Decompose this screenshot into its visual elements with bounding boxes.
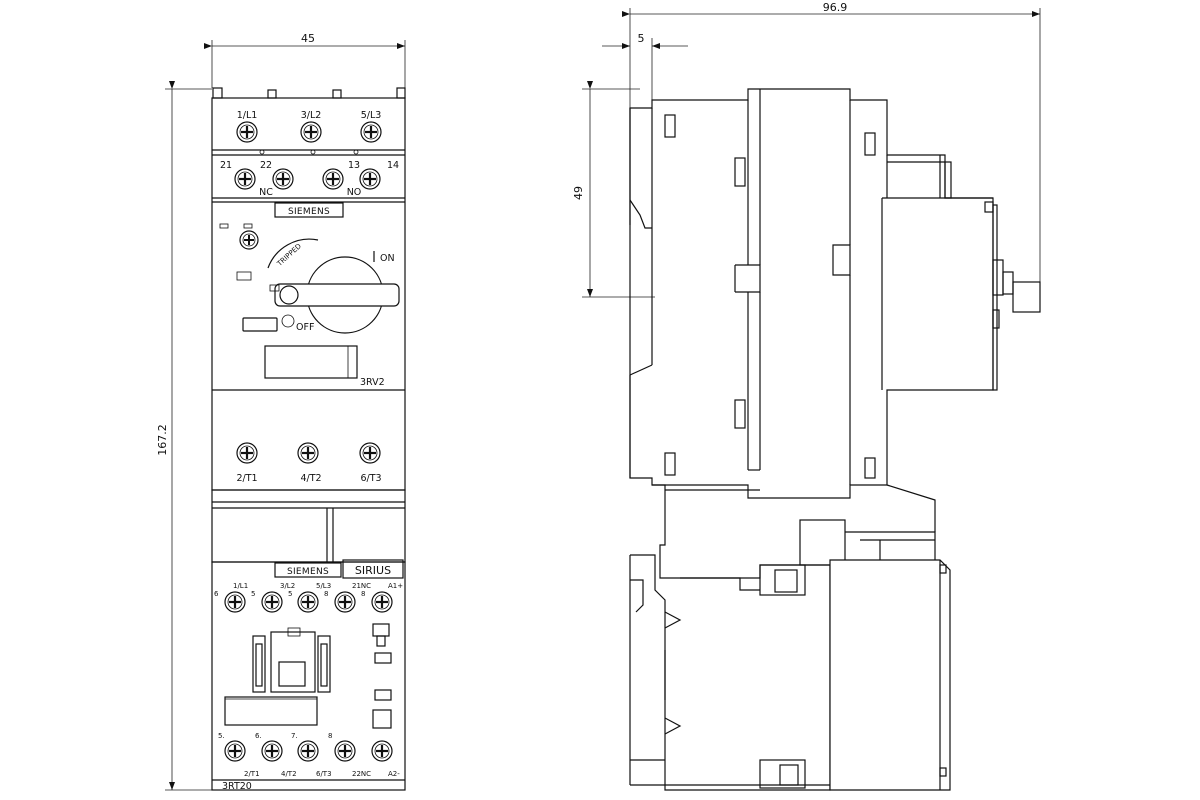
- dimension-offset: 5: [602, 32, 688, 108]
- terminal-screw[interactable]: [370, 739, 394, 763]
- svg-text:8: 8: [324, 590, 328, 598]
- on-label: ON: [380, 253, 395, 264]
- link-side-profile: [652, 484, 936, 579]
- dimension-height: 167.2: [156, 81, 212, 791]
- terminal-screw[interactable]: [333, 590, 357, 614]
- dimension-width: 45: [204, 32, 406, 88]
- breaker-brand-plate: [274, 202, 344, 218]
- series-plate: [342, 559, 404, 579]
- contactor-front-mechanism: [224, 623, 392, 729]
- terminal-screw[interactable]: [296, 590, 320, 614]
- terminal-screw[interactable]: [296, 441, 320, 465]
- contactor-series: SIRIUS: [355, 564, 391, 577]
- svg-text:8: 8: [328, 732, 332, 740]
- breaker-model: 3RV2: [360, 377, 385, 388]
- aux-terminal-screw[interactable]: [358, 167, 382, 191]
- svg-text:6/T3: 6/T3: [316, 770, 332, 778]
- dimension-depth: 96.9: [622, 1, 1041, 285]
- svg-text:2/T1: 2/T1: [244, 770, 260, 778]
- dimension-rail-height-label: 49: [572, 186, 585, 200]
- terminal-screw[interactable]: [235, 441, 259, 465]
- side-view: 96.9 5 49: [572, 1, 1041, 791]
- terminal-screw[interactable]: [235, 120, 259, 144]
- contactor-top-terminals: 1/L1 3/L2 5/L3 21NC A1+ 6 5 5 8 8: [214, 582, 403, 614]
- tripped-indicator-arc: [267, 238, 319, 269]
- svg-text:A2-: A2-: [388, 770, 400, 778]
- setting-dial-icon[interactable]: [239, 230, 259, 250]
- link-module: [211, 489, 406, 563]
- svg-text:22: 22: [260, 160, 272, 171]
- contactor-model: 3RT20: [222, 781, 252, 792]
- front-view: 45 167.2 1/L1 3/L2: [156, 32, 406, 792]
- breaker-auxiliary-block: 21 22 NC 13 14 NO: [220, 160, 399, 198]
- svg-text:14: 14: [387, 160, 399, 171]
- svg-text:5: 5: [251, 590, 255, 598]
- svg-text:6.: 6.: [255, 732, 262, 740]
- contactor: SIEMENS SIRIUS 1/L1 3/L2 5/L3 21NC A1+ 6…: [211, 559, 406, 792]
- svg-text:NO: NO: [347, 187, 362, 198]
- aux-terminal-screw[interactable]: [233, 167, 257, 191]
- contactor-brand: SIEMENS: [287, 567, 329, 577]
- svg-text:5: 5: [288, 590, 292, 598]
- aux-terminal-screw[interactable]: [321, 167, 345, 191]
- svg-text:6: 6: [214, 590, 219, 598]
- svg-text:4/T2: 4/T2: [281, 770, 297, 778]
- contactor-side-profile: [629, 554, 951, 791]
- contactor-brand-plate: [274, 562, 342, 578]
- aux-terminal-screw[interactable]: [271, 167, 295, 191]
- svg-text:3/L2: 3/L2: [301, 110, 322, 121]
- svg-text:1/L1: 1/L1: [237, 110, 258, 121]
- terminal-screw[interactable]: [260, 739, 284, 763]
- circuit-breaker: 1/L1 3/L2 5/L3 21 22 NC 13 14 NO: [211, 87, 406, 491]
- dimension-offset-label: 5: [638, 32, 645, 45]
- breaker-top-terminals: 1/L1 3/L2 5/L3: [235, 110, 383, 155]
- svg-text:5.: 5.: [218, 732, 225, 740]
- svg-text:2/T1: 2/T1: [236, 473, 257, 484]
- svg-text:A1+: A1+: [388, 582, 403, 590]
- breaker-side-profile: [629, 88, 1041, 499]
- svg-text:6/T3: 6/T3: [360, 473, 381, 484]
- svg-text:22NC: 22NC: [352, 770, 371, 778]
- svg-text:21: 21: [220, 160, 232, 171]
- svg-text:5/L3: 5/L3: [361, 110, 382, 121]
- terminal-screw[interactable]: [333, 739, 357, 763]
- rotary-handle[interactable]: [274, 256, 400, 334]
- svg-text:13: 13: [348, 160, 360, 171]
- off-label: OFF: [296, 322, 314, 333]
- terminal-screw[interactable]: [299, 120, 323, 144]
- terminal-screw[interactable]: [260, 590, 284, 614]
- terminal-screw[interactable]: [370, 590, 394, 614]
- dimension-width-label: 45: [301, 32, 315, 45]
- terminal-screw[interactable]: [359, 120, 383, 144]
- tripped-label: TRIPPED: [275, 242, 303, 268]
- svg-text:4/T2: 4/T2: [300, 473, 321, 484]
- dimension-rail-height: 49: [572, 81, 655, 298]
- dimension-height-label: 167.2: [156, 424, 169, 456]
- label-window: [264, 345, 358, 379]
- terminal-screw[interactable]: [296, 739, 320, 763]
- svg-text:NC: NC: [259, 187, 273, 198]
- contactor-bottom-terminals: 5. 6. 7. 8 2/T1 4/T2 6/T3 22NC A2-: [218, 732, 400, 778]
- svg-text:1/L1: 1/L1: [233, 582, 248, 590]
- svg-text:8: 8: [361, 590, 365, 598]
- breaker-brand: SIEMENS: [288, 207, 330, 217]
- terminal-screw[interactable]: [223, 739, 247, 763]
- svg-text:3/L2: 3/L2: [280, 582, 295, 590]
- svg-text:21NC: 21NC: [352, 582, 371, 590]
- terminal-screw[interactable]: [358, 441, 382, 465]
- svg-text:7.: 7.: [291, 732, 298, 740]
- svg-text:5/L3: 5/L3: [316, 582, 331, 590]
- dimension-depth-label: 96.9: [823, 1, 848, 14]
- terminal-screw[interactable]: [223, 590, 247, 614]
- breaker-bottom-terminals: 2/T1 4/T2 6/T3: [235, 441, 382, 484]
